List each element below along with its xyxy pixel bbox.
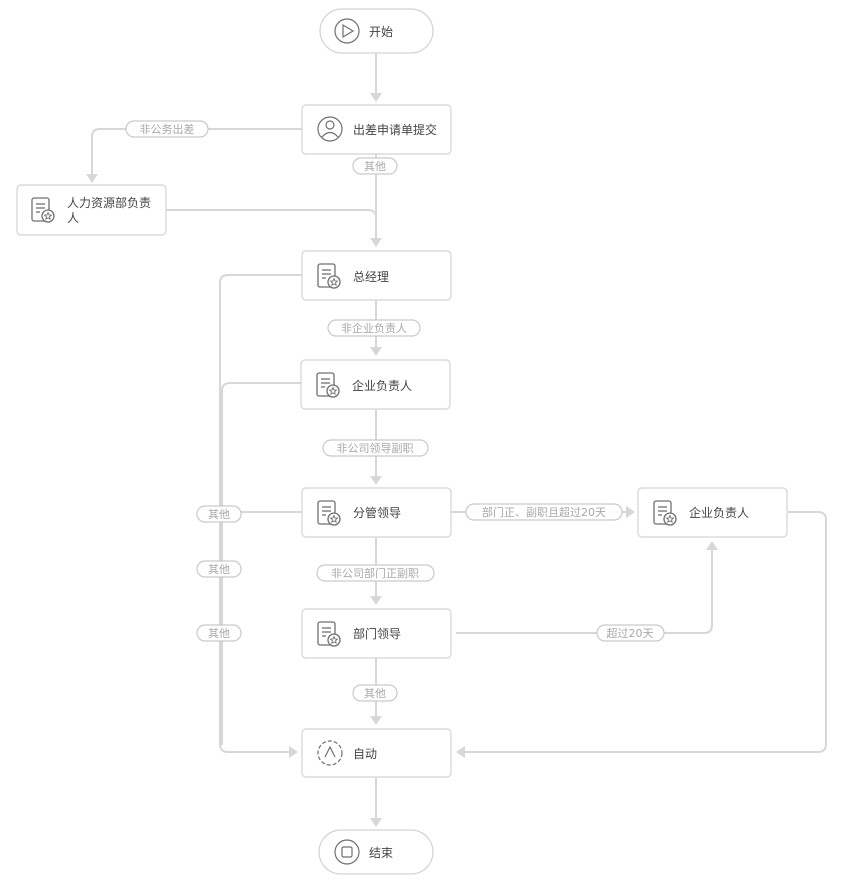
label-left-other-2: 其他 bbox=[196, 560, 242, 578]
label-left-other-1: 其他 bbox=[196, 505, 242, 523]
label-dept-head-deputy-over20: 部门正、副职且超过20天 bbox=[465, 503, 623, 521]
label-left-other-3-text: 其他 bbox=[208, 627, 230, 640]
label-non-business-trip: 非公务出差 bbox=[125, 120, 209, 138]
arrowhead bbox=[370, 347, 382, 356]
arrowhead bbox=[289, 746, 298, 758]
label-left-other-3: 其他 bbox=[196, 624, 242, 642]
arrowhead bbox=[370, 818, 382, 827]
node-hr-label-line1: 人力资源部负责 bbox=[67, 195, 151, 210]
label-non-corp-head-text: 非企业负责人 bbox=[341, 321, 407, 335]
label-non-company-dept-head-deputy-text: 非公司部门正副职 bbox=[331, 566, 419, 580]
play-icon bbox=[334, 18, 360, 44]
arrowhead bbox=[370, 93, 382, 102]
edge-corp-head-bypass bbox=[221, 382, 302, 745]
arrowhead bbox=[370, 596, 382, 605]
edges bbox=[86, 54, 827, 827]
auto-icon bbox=[317, 740, 343, 766]
label-over-20-days-text: 超过20天 bbox=[607, 626, 654, 640]
node-corp-head-2[interactable]: 企业负责人 bbox=[637, 487, 788, 538]
edge-submit-to-hr bbox=[91, 128, 302, 179]
label-left-other-2-text: 其他 bbox=[208, 563, 230, 576]
node-auto[interactable]: 自动 bbox=[301, 728, 452, 778]
arrowhead bbox=[706, 541, 718, 550]
node-corp-head-2-label: 企业负责人 bbox=[689, 505, 749, 520]
node-corp-head-1[interactable]: 企业负责人 bbox=[300, 359, 451, 410]
label-over-20-days: 超过20天 bbox=[596, 624, 665, 642]
stop-icon bbox=[334, 839, 360, 865]
arrowhead bbox=[370, 238, 382, 247]
label-left-other-1-text: 其他 bbox=[208, 508, 230, 521]
node-end[interactable]: 结束 bbox=[318, 829, 434, 875]
label-non-company-leader-deputy: 非公司领导副职 bbox=[322, 439, 429, 457]
node-dept-leader[interactable]: 部门领导 bbox=[301, 608, 452, 659]
arrowhead bbox=[370, 476, 382, 485]
label-submit-other: 其他 bbox=[352, 157, 398, 175]
label-non-corp-head: 非企业负责人 bbox=[327, 319, 421, 337]
user-icon bbox=[317, 116, 343, 142]
node-general-manager[interactable]: 总经理 bbox=[301, 250, 452, 301]
node-corp-head-1-label: 企业负责人 bbox=[352, 378, 412, 393]
edge-corp-head-2-to-auto bbox=[460, 511, 827, 753]
arrowhead bbox=[370, 716, 382, 725]
node-submit-label: 出差申请单提交 bbox=[353, 122, 437, 137]
label-dept-other: 其他 bbox=[352, 684, 398, 702]
arrowhead bbox=[626, 506, 635, 518]
node-start-label: 开始 bbox=[369, 25, 393, 39]
node-end-label: 结束 bbox=[369, 846, 393, 860]
node-division-leader-label: 分管领导 bbox=[353, 505, 401, 520]
node-hr[interactable]: 人力资源部负责 人 bbox=[16, 184, 167, 236]
node-division-leader[interactable]: 分管领导 bbox=[301, 487, 452, 538]
arrowhead bbox=[86, 174, 98, 183]
edge-hr-to-gm bbox=[166, 209, 377, 219]
label-non-business-trip-text: 非公务出差 bbox=[140, 122, 195, 136]
label-dept-head-deputy-over20-text: 部门正、副职且超过20天 bbox=[482, 505, 606, 519]
edge-labels: 非公务出差 其他 非企业负责人 非公司领导副职 部门正、副职且超过20天 非公司… bbox=[125, 120, 665, 702]
node-submit[interactable]: 出差申请单提交 bbox=[301, 104, 452, 155]
node-start[interactable]: 开始 bbox=[319, 8, 434, 54]
node-auto-label: 自动 bbox=[353, 747, 377, 761]
arrowhead bbox=[456, 746, 465, 758]
label-submit-other-text: 其他 bbox=[364, 160, 386, 173]
label-non-company-leader-deputy-text: 非公司领导副职 bbox=[337, 442, 414, 455]
node-hr-label-line2: 人 bbox=[67, 211, 79, 225]
node-dept-leader-label: 部门领导 bbox=[353, 626, 401, 641]
label-non-company-dept-head-deputy: 非公司部门正副职 bbox=[316, 564, 435, 582]
label-dept-other-text: 其他 bbox=[364, 687, 386, 700]
edge-dept-to-corp-head-2 bbox=[456, 545, 713, 634]
node-gm-label: 总经理 bbox=[353, 270, 389, 284]
